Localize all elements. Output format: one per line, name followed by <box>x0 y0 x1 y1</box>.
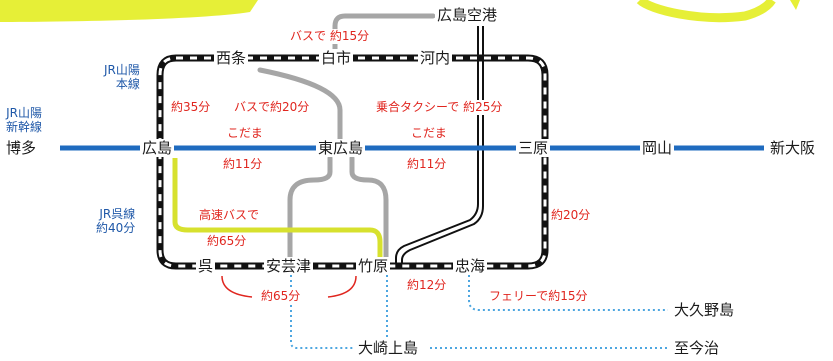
station-imabari: 至今治 <box>672 339 722 357</box>
label-main-35: 約35分 <box>170 100 212 115</box>
label-sanyo-main-line-2: 本線 <box>115 77 140 91</box>
label-bus-airport: バスで 約15分 <box>289 29 371 44</box>
label-sanyo-main-line-1: JR山陽 <box>104 63 140 77</box>
station-akitsu: 安芸津 <box>264 257 314 275</box>
airport-line <box>395 26 484 264</box>
banner-stripe-left <box>0 0 258 22</box>
label-time-11-1: 約11分 <box>222 157 264 172</box>
ferry-routes <box>290 270 668 349</box>
label-time-20: 約20分 <box>550 208 592 223</box>
station-mihara: 三原 <box>516 139 551 157</box>
rail-loop-dash <box>158 56 547 268</box>
label-time-12: 約12分 <box>406 278 448 293</box>
station-hiroshima: 広島 <box>140 139 175 157</box>
label-sanyo-shinkansen-1: JR山陽 <box>6 106 43 120</box>
station-shin-osaka: 新大阪 <box>768 139 818 157</box>
label-kure-line-2: 約40分 <box>96 221 136 235</box>
label-kure-line: JR呉線 約40分 <box>96 207 135 235</box>
station-hiroshima-airport: 広島空港 <box>435 6 500 24</box>
label-kodama-2: こだま <box>410 126 448 141</box>
express-bus-route <box>172 158 383 262</box>
label-time-65: 約65分 <box>260 289 302 304</box>
label-kure-line-1: JR呉線 <box>99 207 136 221</box>
station-higashi-hiroshima: 東広島 <box>316 139 366 157</box>
station-tadanoumi: 忠海 <box>453 257 488 275</box>
bus-routes <box>257 13 436 265</box>
label-express-bus: 高速バスで <box>198 208 261 223</box>
label-taxi: 乗合タクシーで 約25分 <box>375 100 504 115</box>
label-sanyo-shinkansen-2: 新幹線 <box>6 120 43 134</box>
station-osakikamijima: 大崎上島 <box>356 339 421 357</box>
banner-swirl-right <box>636 0 776 23</box>
station-okunoshima: 大久野島 <box>672 301 737 319</box>
station-kure: 呉 <box>196 257 216 275</box>
station-takehara: 竹原 <box>356 257 391 275</box>
label-time-11-2: 約11分 <box>406 157 448 172</box>
station-saijo: 西条 <box>214 49 249 67</box>
label-sanyo-main-line: JR山陽 本線 <box>104 63 140 91</box>
label-kodama-1: こだま <box>226 126 264 141</box>
station-shiraichi: 白市 <box>319 49 354 67</box>
label-sanyo-shinkansen: JR山陽 新幹線 <box>6 106 42 134</box>
banner-accent-right <box>790 0 800 10</box>
label-bus-20: バスで約20分 <box>233 100 311 115</box>
label-ferry: フェリーで約15分 <box>488 289 589 304</box>
station-kochi: 河内 <box>418 49 453 67</box>
label-express-bus-time: 約65分 <box>206 234 248 249</box>
station-hakata: 博多 <box>4 139 39 157</box>
station-okayama: 岡山 <box>640 139 675 157</box>
